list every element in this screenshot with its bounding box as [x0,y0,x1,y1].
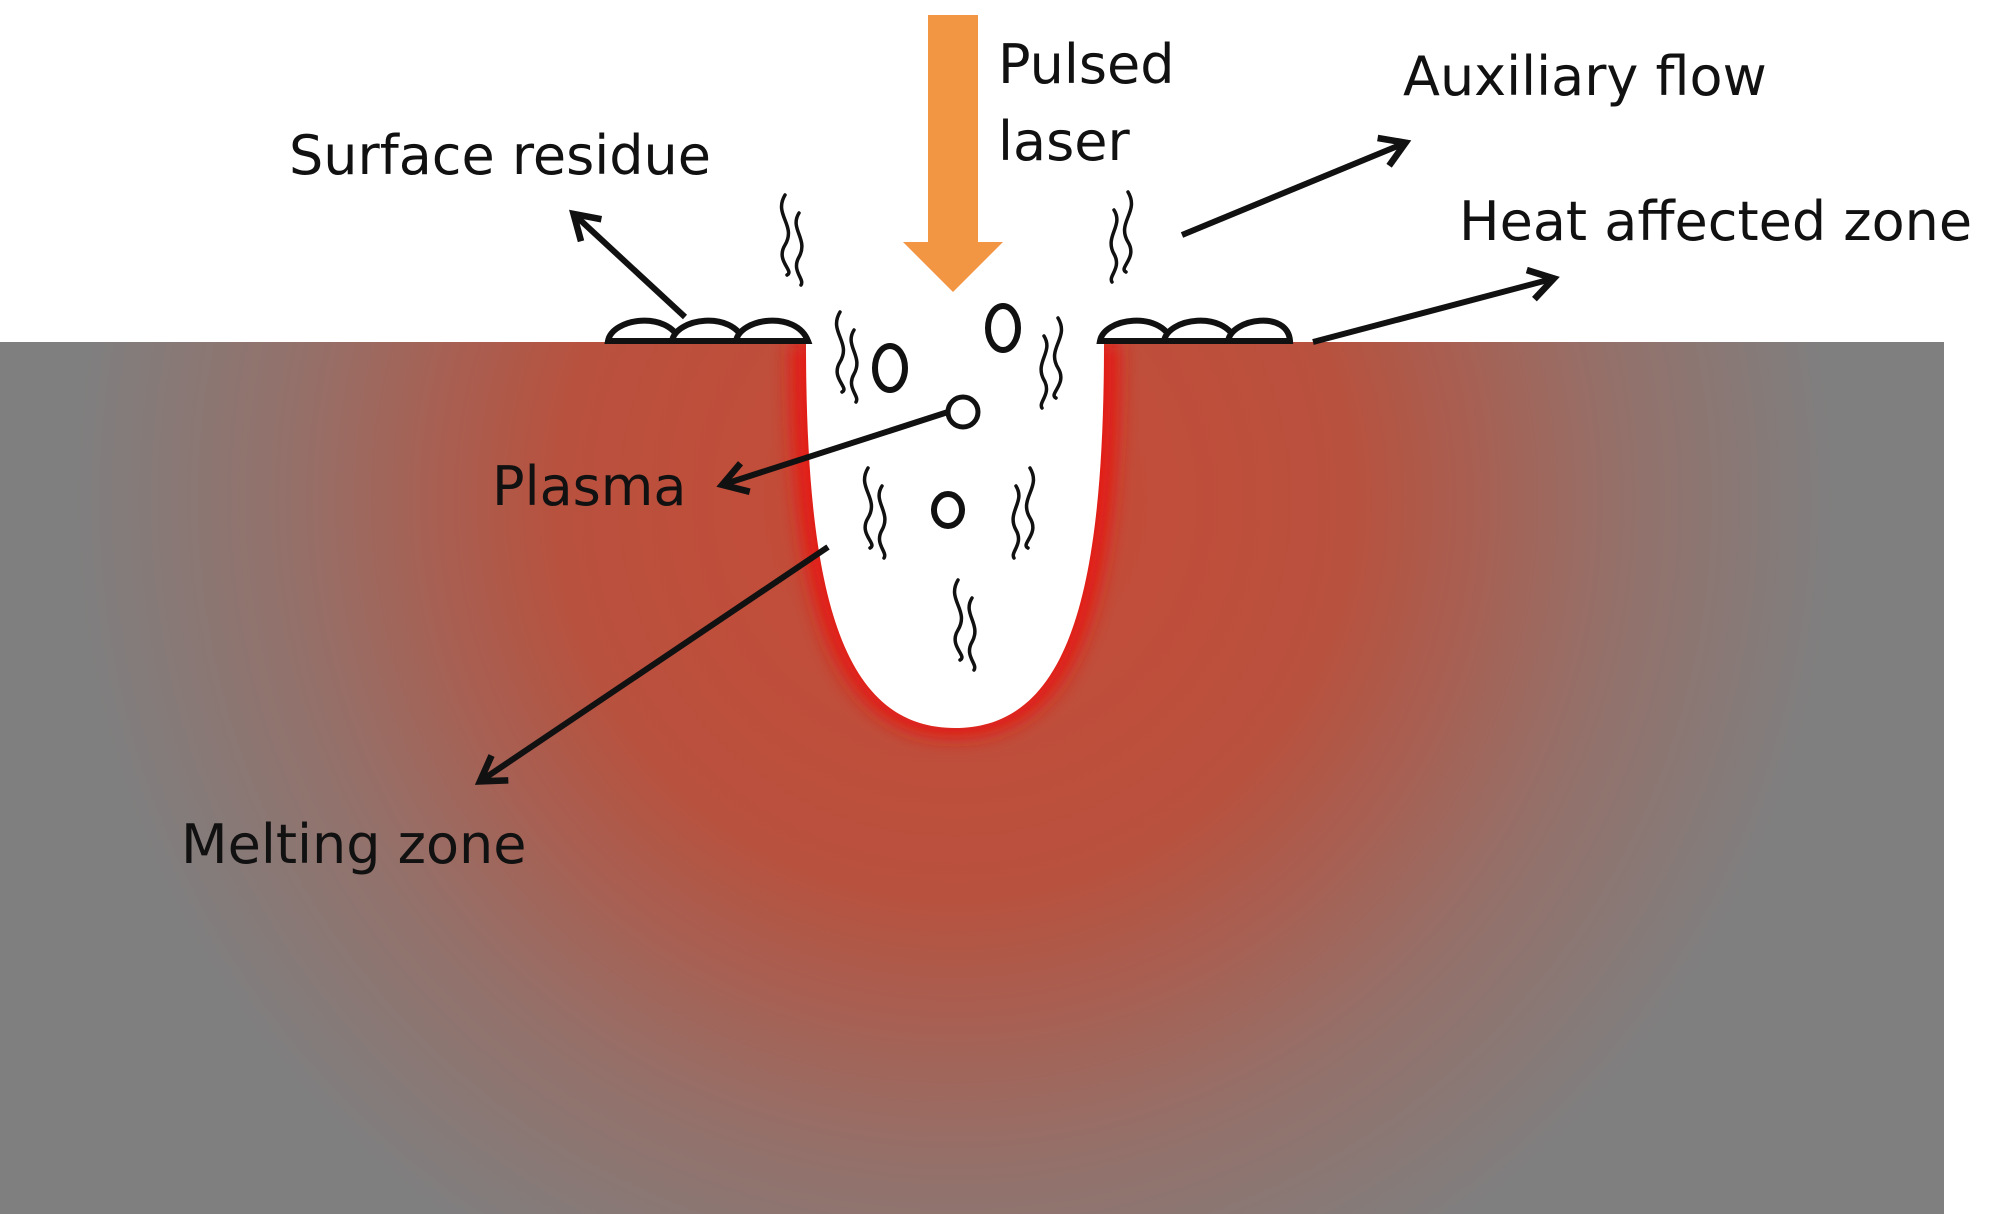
pulsed-laser-arrow [903,15,1003,292]
particle-circle-icon [931,491,965,529]
heat-affected-zone-arrow [1312,266,1560,345]
plasma-label: Plasma [492,455,686,518]
melting-zone-label: Melting zone [181,813,527,876]
auxiliary-flow-arrow [1180,134,1412,238]
top-whitespace [0,0,2000,342]
surface-residue-label: Surface residue [289,124,711,187]
pulsed-laser-label-line1: Pulsed [998,33,1174,96]
surface-residue-left [604,317,813,344]
ablation-cavity [806,342,1104,728]
vapor-wavy-line-icons [779,190,1134,672]
heat-affected-zone-label: Heat affected zone [1459,190,1972,253]
plasma-arrow [716,409,949,495]
particle-circle-icon [985,303,1021,353]
surface-residue-arrow [569,209,688,320]
melting-zone-arrow [474,544,830,785]
plasma-particle-circle-icon [945,394,981,430]
pulsed-laser-label-line2: laser [998,110,1130,173]
particle-circle-icon [872,343,908,393]
surface-residue-right [1096,317,1294,344]
auxiliary-flow-label: Auxiliary flow [1403,45,1767,108]
